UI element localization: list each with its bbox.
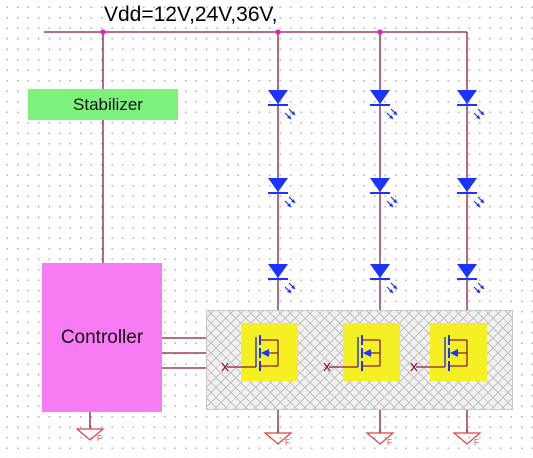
led-icon [456, 177, 485, 208]
mosfet-icon [221, 322, 299, 382]
led-icon [456, 89, 485, 120]
mosfet-icon [323, 322, 401, 382]
ground-symbols [76, 424, 481, 445]
led-string-2 [369, 89, 398, 294]
ground-labels: F F F F [97, 434, 479, 447]
junction-node [100, 29, 106, 35]
ground-label: F [285, 438, 290, 447]
led-icon [267, 89, 296, 120]
led-icon [369, 263, 398, 294]
junction-nodes [100, 29, 383, 35]
ground-label: F [97, 434, 102, 443]
stabilizer-block: Stabilizer [28, 89, 178, 120]
led-string-3 [456, 89, 485, 294]
led-icon [456, 263, 485, 294]
led-string-1 [267, 89, 296, 294]
led-icon [369, 177, 398, 208]
ground-label: F [474, 438, 479, 447]
led-icon [267, 263, 296, 294]
supply-voltage-label: Vdd=12V,24V,36V, [104, 3, 278, 26]
mosfet-icon [410, 322, 488, 382]
controller-block: Controller [42, 263, 162, 412]
junction-node [377, 29, 383, 35]
led-icon [267, 177, 296, 208]
led-icon [369, 89, 398, 120]
junction-node [275, 29, 281, 35]
ground-label: F [387, 438, 392, 447]
